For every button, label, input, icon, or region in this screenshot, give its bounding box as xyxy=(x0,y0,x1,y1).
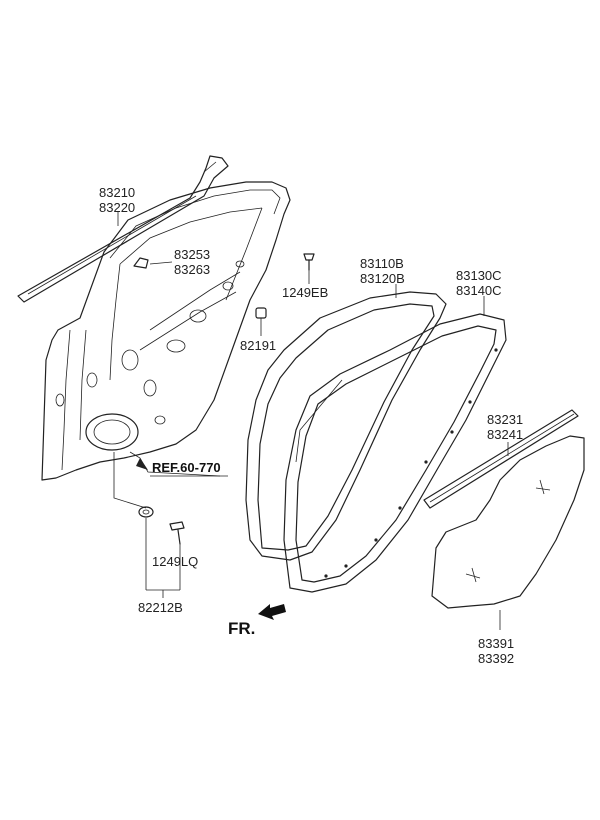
label-83253: 83253 xyxy=(174,247,210,262)
label-83120B: 83120B xyxy=(360,271,405,286)
label-1249LQ: 1249LQ xyxy=(152,554,198,569)
label-83263: 83263 xyxy=(174,262,210,277)
screw-1249LQ xyxy=(169,521,185,545)
label-83210: 83210 xyxy=(99,185,135,200)
clip-part-83253 xyxy=(133,257,149,269)
label-83241: 83241 xyxy=(487,427,523,442)
clip-82212B xyxy=(138,506,154,518)
grommet-82191 xyxy=(255,307,267,319)
front-label: FR. xyxy=(228,619,255,638)
label-83231: 83231 xyxy=(487,412,523,427)
label-83392: 83392 xyxy=(478,651,514,666)
label-83391: 83391 xyxy=(478,636,514,651)
label-83110B: 83110B xyxy=(360,256,404,271)
belt-weatherstrip xyxy=(423,409,579,509)
door-inner-panel xyxy=(41,181,291,481)
door-sealing-cover xyxy=(431,435,585,609)
label-83130C: 83130C xyxy=(456,268,502,283)
ref-label: REF.60-770 xyxy=(152,460,221,475)
door-weatherstrip-outer xyxy=(245,291,447,561)
label-83220: 83220 xyxy=(99,200,135,215)
label-82191: 82191 xyxy=(240,338,276,353)
label-83140C: 83140C xyxy=(456,283,502,298)
ref-arrow xyxy=(136,458,148,470)
leader-lines xyxy=(113,212,509,630)
front-direction-arrow-icon xyxy=(258,604,286,620)
screw-1249EB xyxy=(303,253,315,271)
label-82212B: 82212B xyxy=(138,600,183,615)
body-weatherstrip xyxy=(283,313,507,593)
label-1249EB: 1249EB xyxy=(282,285,328,300)
glass-run-channel xyxy=(17,155,229,303)
